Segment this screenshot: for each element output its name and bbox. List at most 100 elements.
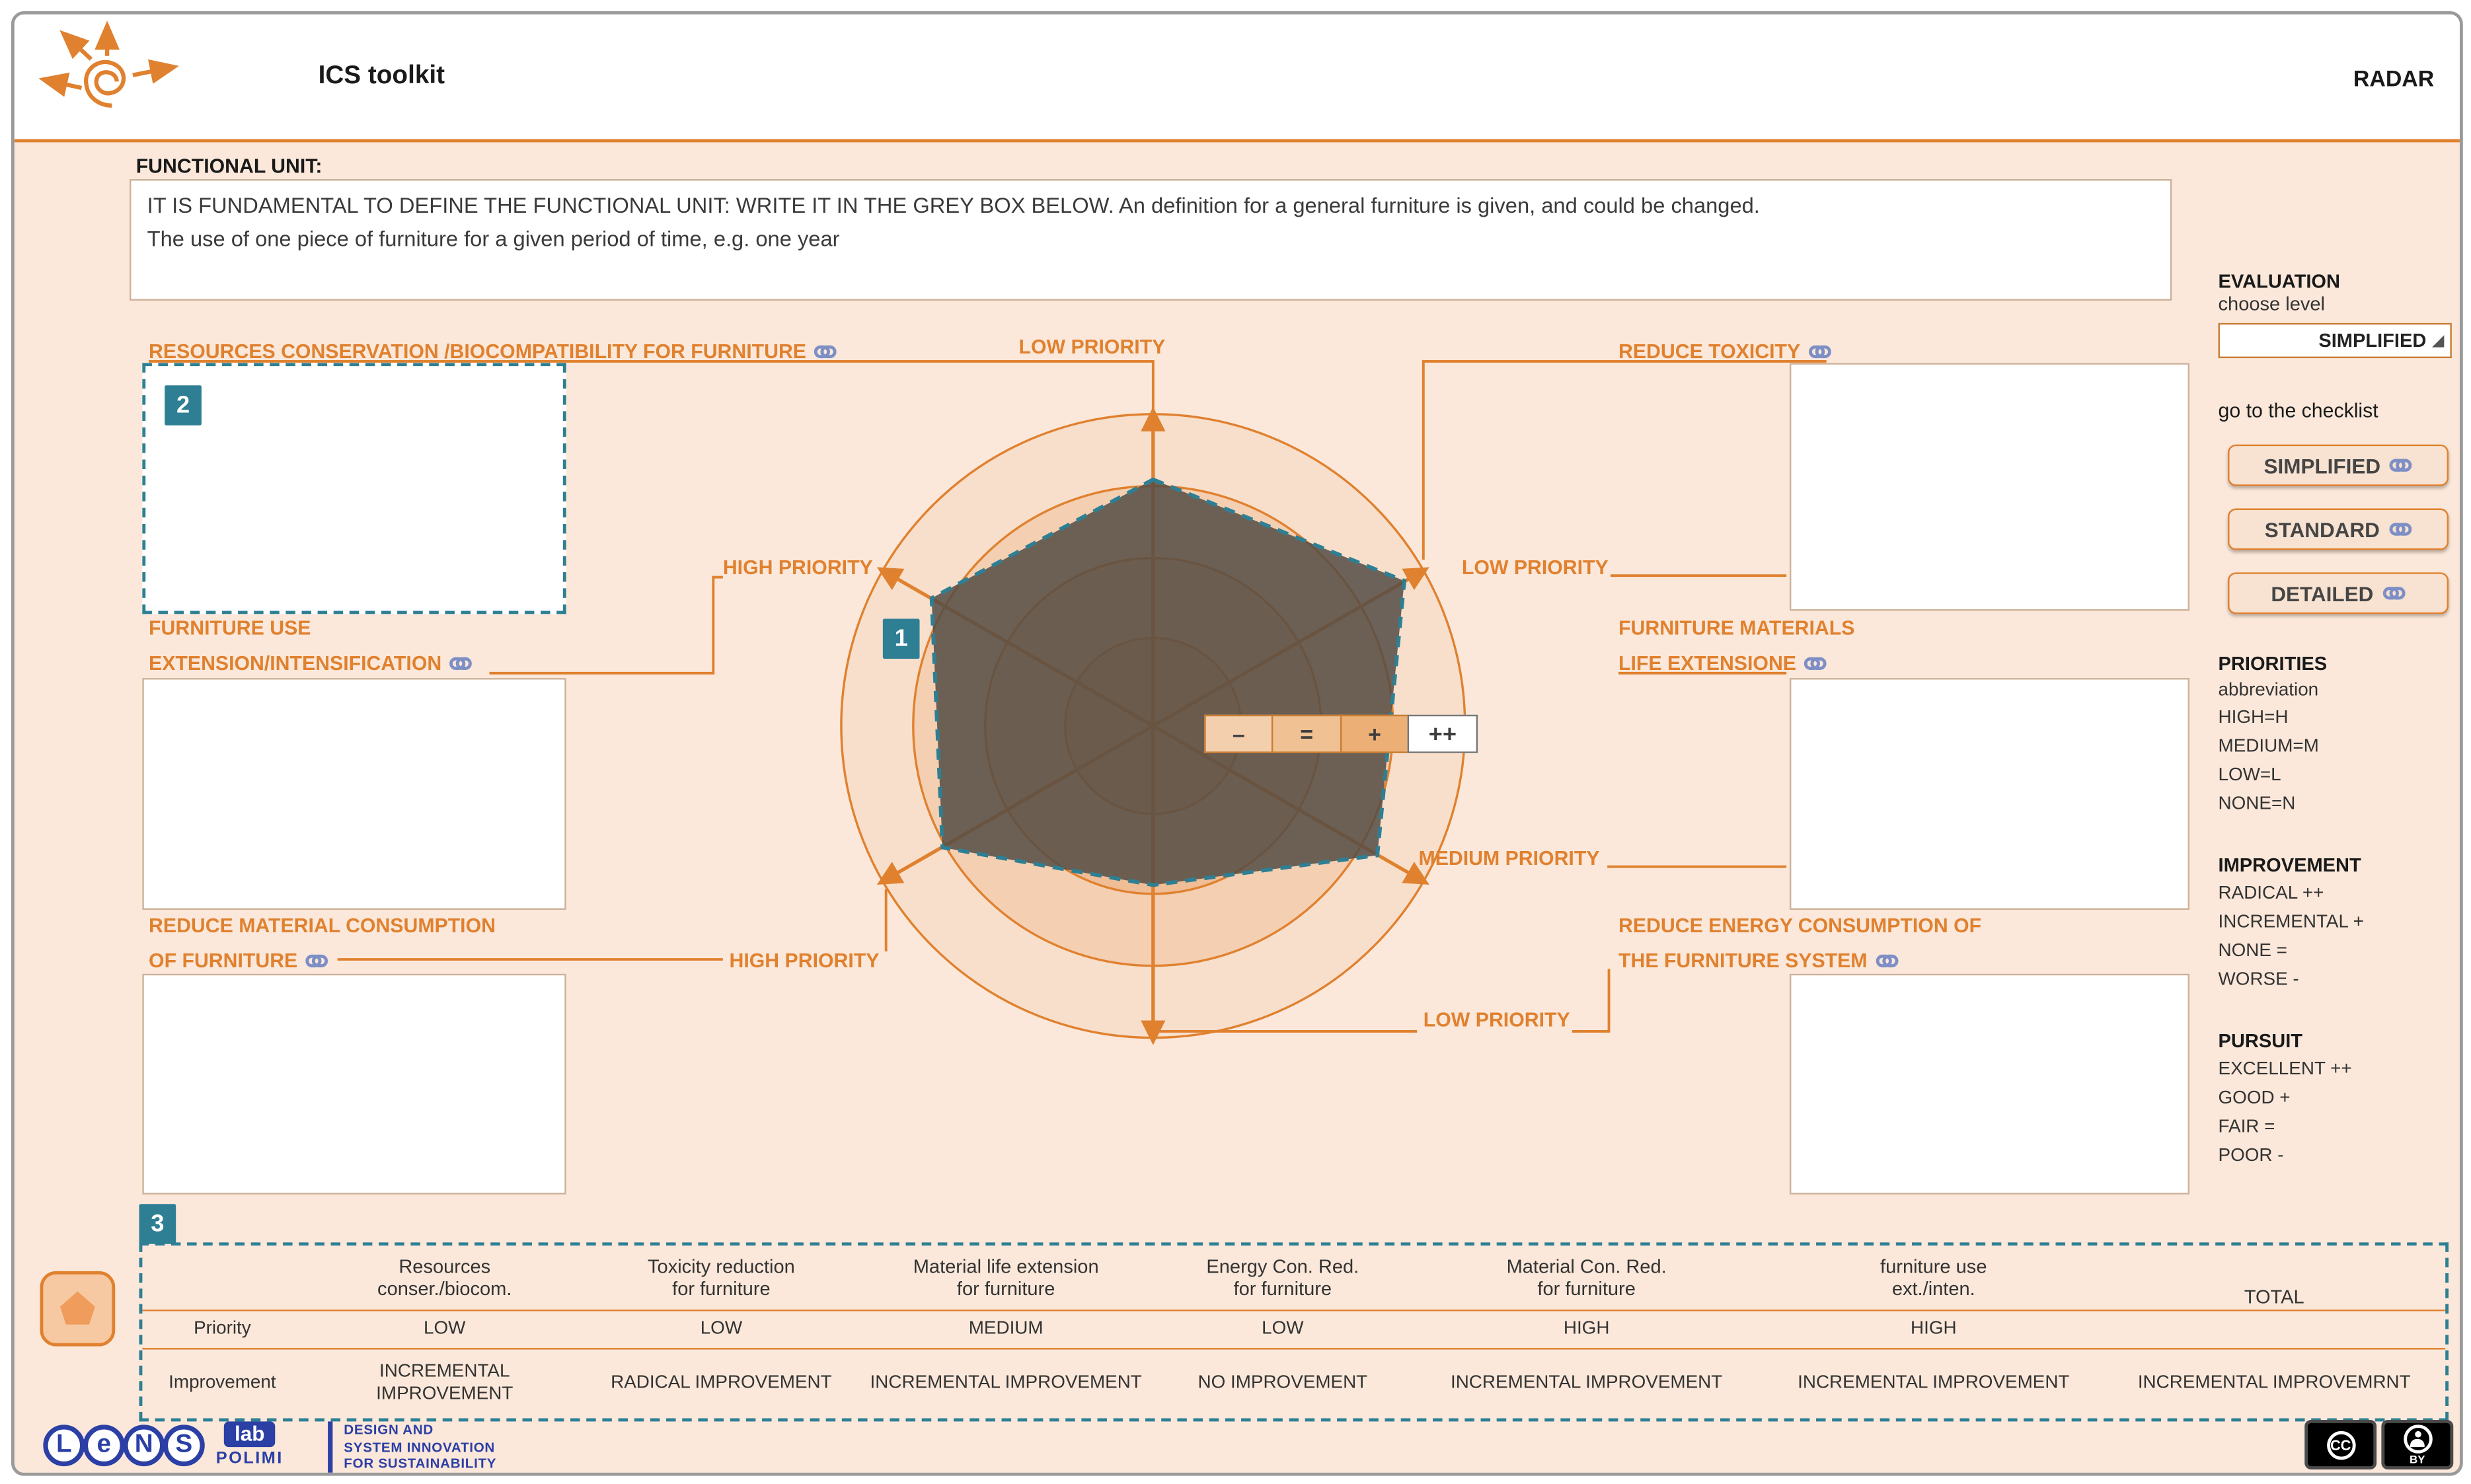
view-title: RADAR <box>2353 65 2435 91</box>
row-label: Priority <box>194 1318 251 1338</box>
material-consumption-input-box[interactable] <box>142 973 566 1195</box>
priority-row: Priority LOW LOW MEDIUM LOW HIGH HIGH <box>142 1309 2446 1348</box>
axis-label-material-consumption: REDUCE MATERIAL CONSUMPTION OF FURNITURE <box>149 909 496 979</box>
priority-cell: LOW <box>1262 1318 1304 1338</box>
improvement-row: Improvement INCREMENTAL IMPROVEMENT RADI… <box>142 1348 2446 1418</box>
standard-checklist-button[interactable]: STANDARD <box>2228 508 2449 550</box>
axis-label-materials-life: FURNITURE MATERIALS LIFE EXTENSIONE <box>1618 611 1854 681</box>
materials-life-input-box[interactable] <box>1789 678 2189 910</box>
step-badge-1: 1 <box>882 618 920 659</box>
goto-checklist-label: go to the checklist <box>2218 400 2378 422</box>
resources-input-box[interactable] <box>142 363 566 614</box>
legend-item: RADICAL ++ <box>2218 884 2324 904</box>
cc-license-badges[interactable]: CC BY <box>2304 1419 2454 1469</box>
button-label: DETAILED <box>2271 581 2374 605</box>
priorities-legend-subtitle: abbreviation <box>2218 681 2319 700</box>
legend-item: INCREMENTAL + <box>2218 912 2364 932</box>
detailed-checklist-button[interactable]: DETAILED <box>2228 572 2449 614</box>
priority-label-left: HIGH PRIORITY <box>722 556 873 579</box>
scale-worse: – <box>1203 714 1274 753</box>
sidebar: EVALUATION choose level SIMPLIFIED ◢ go … <box>2218 270 2455 1168</box>
legend-item: NONE = <box>2218 942 2287 961</box>
legend-item: WORSE - <box>2218 970 2299 990</box>
link-icon <box>2383 582 2406 605</box>
tagline-line: FOR SUSTAINABILITY <box>344 1455 497 1471</box>
link-icon[interactable] <box>1804 652 1827 675</box>
legend-item: NONE=N <box>2218 794 2296 814</box>
legend-item: LOW=L <box>2218 766 2281 786</box>
legend-item: HIGH=H <box>2218 708 2289 728</box>
improvement-cell: INCREMENTAL IMPROVEMENT <box>1798 1373 2070 1393</box>
axis-text: FURNITURE MATERIALS <box>1618 617 1855 640</box>
link-icon <box>2390 454 2413 476</box>
priority-label-top: LOW PRIORITY <box>1018 336 1166 359</box>
axis-text: EXTENSION/INTENSIFICATION <box>149 652 442 675</box>
button-label: STANDARD <box>2264 517 2380 542</box>
col-header: Material Con. Red.for furniture <box>1506 1255 1667 1300</box>
legend-item: FAIR = <box>2218 1117 2275 1137</box>
axis-text: REDUCE TOXICITY <box>1618 340 1801 363</box>
priority-cell: LOW <box>424 1318 466 1338</box>
furniture-use-input-box[interactable] <box>142 678 566 910</box>
lens-lab-label: lab <box>223 1421 276 1448</box>
simplified-checklist-button[interactable]: SIMPLIFIED <box>2228 444 2449 486</box>
scale-radical: ++ <box>1407 714 1478 753</box>
ics-toolkit-logo <box>38 20 179 108</box>
link-icon[interactable] <box>814 340 837 363</box>
link-icon[interactable] <box>305 949 328 972</box>
cc-by-icon: BY <box>2381 1419 2454 1469</box>
toxicity-input-box[interactable] <box>1789 363 2189 611</box>
level-select[interactable]: SIMPLIFIED ◢ <box>2218 322 2452 359</box>
axis-text: RESOURCES CONSERVATION /BIOCOMPATIBILITY… <box>149 340 807 363</box>
radar-polygon <box>929 477 1407 887</box>
priority-cell: MEDIUM <box>968 1318 1044 1338</box>
tagline-line: DESIGN AND <box>344 1421 434 1438</box>
home-button[interactable] <box>40 1271 116 1347</box>
legend-item: MEDIUM=M <box>2218 737 2319 757</box>
improvement-cell: INCREMENTAL IMPROVEMENT <box>870 1373 1142 1393</box>
axis-text: FURNITURE USE <box>149 617 311 640</box>
priorities-legend-title: PRIORITIES <box>2218 652 2328 675</box>
tagline-line: SYSTEM INNOVATION <box>344 1438 496 1454</box>
axis-label-energy: REDUCE ENERGY CONSUMPTION OF THE FURNITU… <box>1618 909 1981 979</box>
evaluation-title: EVALUATION <box>2218 270 2340 293</box>
evaluation-subtitle: choose level <box>2218 292 2325 315</box>
lens-logo: L e N S lab POLIMI <box>43 1421 284 1468</box>
improvement-cell: RADICAL IMPROVEMENT <box>611 1373 832 1393</box>
lens-polimi-label: POLIMI <box>215 1448 284 1468</box>
priority-label-bottom: LOW PRIORITY <box>1423 1009 1570 1031</box>
link-icon[interactable] <box>449 652 472 675</box>
step-badge-2: 2 <box>165 385 202 426</box>
person-icon <box>2414 1430 2421 1438</box>
scale-none: = <box>1271 714 1342 753</box>
improvement-legend-title: IMPROVEMENT <box>2218 854 2361 877</box>
axis-text: REDUCE ENERGY CONSUMPTION OF <box>1618 914 1982 938</box>
functional-unit-box[interactable]: IT IS FUNDAMENTAL TO DEFINE THE FUNCTION… <box>130 179 2172 301</box>
cc-text: CC <box>2330 1436 2351 1453</box>
header-bar: ICS toolkit RADAR <box>14 14 2460 143</box>
cc-icon: CC <box>2304 1419 2377 1469</box>
lens-letter: e <box>83 1424 125 1465</box>
legend-item: GOOD + <box>2218 1089 2291 1109</box>
priority-label-mid-right: MEDIUM PRIORITY <box>1418 847 1600 870</box>
lens-letter: N <box>123 1424 165 1465</box>
app-title: ICS toolkit <box>318 62 445 90</box>
lens-letter: L <box>43 1424 85 1465</box>
energy-input-box[interactable] <box>1789 973 2189 1195</box>
link-icon[interactable] <box>1808 340 1831 363</box>
improvement-cell: INCREMENTAL IMPROVEMENT <box>1450 1373 1723 1393</box>
step-badge-3: 3 <box>139 1204 176 1244</box>
col-header: Energy Con. Red.for furniture <box>1206 1255 1359 1300</box>
priority-cell: HIGH <box>1910 1318 1957 1338</box>
legend-item: POOR - <box>2218 1146 2284 1166</box>
link-icon[interactable] <box>1876 949 1898 972</box>
home-icon <box>59 1291 95 1325</box>
axis-text: OF FURNITURE <box>149 949 298 973</box>
axis-text: REDUCE MATERIAL CONSUMPTION <box>149 914 496 938</box>
